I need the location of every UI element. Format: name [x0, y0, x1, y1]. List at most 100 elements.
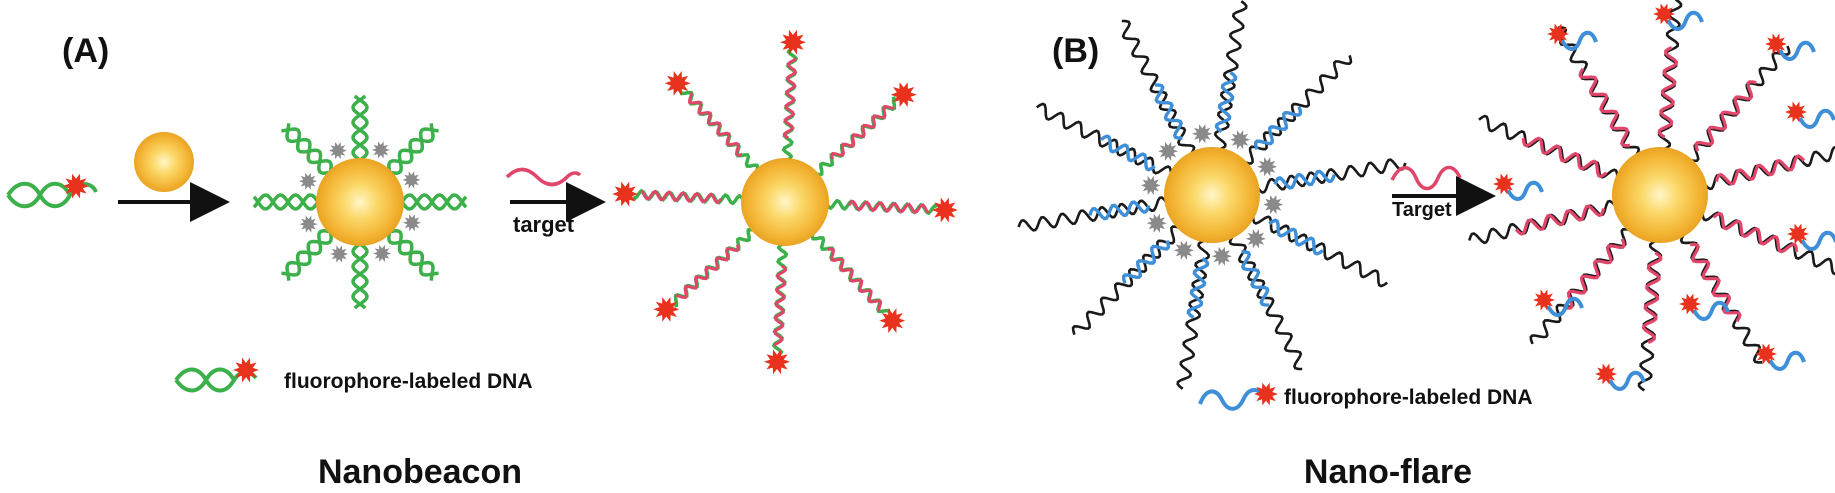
dna-strand: [1228, 235, 1303, 371]
released-fluorophore-strand: [1595, 363, 1646, 391]
fluorophore-icon: [780, 29, 806, 55]
quencher-icon: [330, 245, 349, 263]
nanoflare-assembly: [1017, 0, 1407, 390]
caption-a: Nanobeacon: [318, 453, 522, 491]
hybridized-nanobeacon: [612, 29, 958, 375]
dna-strand: [1035, 102, 1173, 175]
hairpin-dna-strand: [281, 123, 333, 175]
hairpin-dna-strand: [387, 229, 439, 281]
fluorophore-icon: [931, 197, 958, 223]
duplex-dna-strand: [673, 227, 755, 308]
fluorophore-icon: [612, 181, 639, 207]
quencher-icon: [1158, 141, 1179, 161]
hybridized-nanoflare: [1468, 0, 1835, 392]
fluorophore-icon: [233, 357, 259, 383]
gold-nanoparticle-icon: [134, 132, 194, 192]
dna-strand: [1017, 196, 1168, 232]
fluorophore-icon: [63, 173, 89, 199]
released-fluorophore-strand: [1533, 289, 1584, 317]
target-arrow-label-b: Target: [1392, 199, 1452, 221]
dna-strand: [1176, 239, 1211, 390]
fluorophore-icon: [1755, 343, 1777, 365]
quencher-icon: [1140, 175, 1161, 195]
fluorophore-icon: [879, 308, 906, 333]
dna-strand: [1251, 215, 1389, 288]
target-strand-icon: [505, 167, 582, 187]
fluorophore-icon: [1254, 382, 1278, 406]
quencher-icon: [403, 214, 421, 232]
released-fluorophore-strand: [1787, 223, 1835, 251]
released-fluorophore-strand: [1653, 3, 1704, 31]
hairpin-dna-strand: [252, 193, 320, 211]
quencher-icon: [1245, 229, 1266, 249]
quencher-icon: [1192, 124, 1213, 144]
nanobeacon-assembly: [252, 94, 468, 310]
hairpin-dna-strand: [351, 94, 369, 162]
quencher-icon: [1257, 157, 1278, 177]
fluorophore-icon: [1653, 3, 1675, 25]
duplex-dna-strand: [810, 232, 891, 314]
duplex-dna-strand: [1689, 45, 1791, 163]
duplex-dna-strand: [781, 49, 799, 162]
fluorophore-icon: [1785, 101, 1807, 123]
duplex-dna-strand: [1701, 211, 1835, 276]
hairpin-dna-strand: [400, 193, 468, 211]
quencher-icon: [371, 141, 390, 159]
dna-strand: [1121, 19, 1196, 155]
fluorophore-icon: [1679, 293, 1701, 315]
duplex-dna-strand: [1679, 233, 1763, 364]
legend-text-a: fluorophore-labeled DNA: [284, 370, 533, 393]
fluorophore-icon: [653, 297, 680, 322]
fluorophore-icon: [1787, 223, 1809, 245]
hairpin-dna-strand: [351, 242, 369, 310]
quencher-icon: [1146, 213, 1167, 233]
quencher-icon: [328, 142, 347, 160]
gold-nanoparticle-icon: [1612, 147, 1708, 243]
panel-b-label: (B): [1052, 32, 1099, 70]
legend-blue-strand-icon: [1198, 388, 1262, 411]
fluorophore-icon: [233, 357, 259, 383]
hairpin-dna-strand: [281, 229, 333, 281]
duplex-dna-strand: [679, 90, 760, 172]
target-strand-icon: [1390, 165, 1462, 191]
dna-strand: [1243, 55, 1353, 165]
duplex-dna-strand: [1468, 199, 1617, 245]
target-arrow-label: target: [513, 212, 575, 237]
duplex-dna-strand: [771, 242, 789, 355]
fluorophore-icon: [1595, 363, 1617, 385]
panel-b: (B) Target fluorophore-labeled DNA Nano-…: [1017, 0, 1835, 491]
released-fluorophore-strand: [1755, 343, 1806, 371]
released-fluorophore-strand: [1765, 33, 1816, 61]
quencher-icon: [402, 171, 421, 189]
quencher-icon: [1230, 130, 1251, 150]
caption-b: Nano-flare: [1304, 453, 1472, 491]
fluorophore-icon: [1547, 23, 1569, 45]
hairpin-dna-strand: [387, 123, 439, 175]
released-fluorophore-strand: [1785, 101, 1835, 129]
gold-nanoparticle-icon: [1164, 147, 1260, 243]
duplex-dna-strand: [1703, 146, 1835, 191]
panel-a-label: (A): [62, 32, 109, 70]
fluorophore-icon: [1765, 33, 1787, 55]
free-hairpin-probe: [6, 181, 98, 209]
quencher-icon: [373, 244, 392, 262]
dna-strand: [1213, 0, 1248, 151]
duplex-dna-strand: [1529, 227, 1631, 345]
dna-strand: [1256, 158, 1407, 194]
fluorophore-icon: [1533, 289, 1555, 311]
fluorophore-icon: [764, 349, 790, 375]
quencher-icon: [299, 172, 317, 190]
released-fluorophore-strand: [1547, 23, 1598, 51]
quencher-icon: [1263, 195, 1284, 215]
dna-strand: [1071, 225, 1181, 335]
fluorophore-icon: [1254, 382, 1278, 406]
legend-text-b: fluorophore-labeled DNA: [1284, 386, 1533, 409]
duplex-dna-strand: [632, 188, 745, 206]
fluorophore-icon: [664, 71, 691, 96]
quencher-icon: [1211, 246, 1232, 266]
fluorophore-icon: [1493, 173, 1515, 195]
duplex-dna-strand: [1637, 239, 1663, 392]
fluorophore-icon: [63, 173, 89, 199]
duplex-dna-strand: [1657, 0, 1683, 151]
